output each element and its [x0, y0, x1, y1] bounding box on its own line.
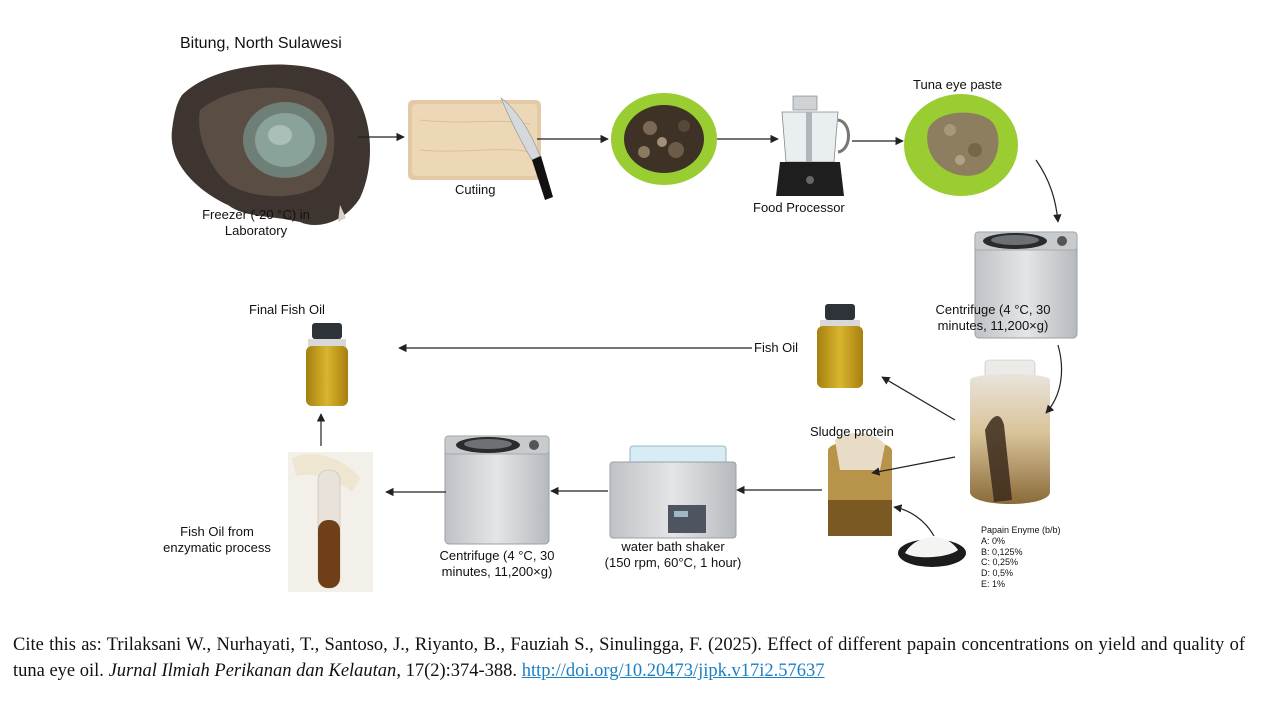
centrifuge1-label: Centrifuge (4 °C, 30 minutes, 11,200×g): [928, 302, 1058, 334]
food-processor-icon: [776, 96, 849, 196]
freezer-label-line2: Laboratory: [225, 223, 287, 238]
citation-suffix: , 17(2):374-388.: [396, 661, 521, 681]
waterbath-label-line1: water bath shaker: [621, 539, 724, 554]
papain-title: Papain Enyme (b/b): [981, 525, 1061, 536]
centrifuge1-label-line1: Centrifuge (4 °C, 30: [935, 302, 1050, 317]
waterbath-label: water bath shaker (150 rpm, 60°C, 1 hour…: [588, 539, 758, 571]
freezer-label-line1: Freezer (-20 °C) in: [202, 207, 310, 222]
waterbath-label-line2: (150 rpm, 60°C, 1 hour): [605, 555, 742, 570]
centrifuge2-label: Centrifuge (4 °C, 30 minutes, 11,200×g): [430, 548, 564, 580]
food-processor-label: Food Processor: [753, 200, 845, 216]
fish-oil-bottle-icon: [817, 304, 863, 388]
centrifuge2-label-line1: Centrifuge (4 °C, 30: [439, 548, 554, 563]
centrifuge1-label-line2: minutes, 11,200×g): [938, 318, 1049, 333]
citation: Cite this as: Trilaksani W., Nurhayati, …: [13, 632, 1245, 684]
citation-journal: Jurnal Ilmiah Perikanan dan Kelautan: [109, 661, 397, 681]
centrifuge-icon-2: [445, 436, 549, 544]
water-bath-icon: [610, 446, 736, 538]
papain-powder-icon: [898, 537, 966, 567]
papain-item-b: B: 0,125%: [981, 547, 1061, 558]
enzymatic-label-line2: enzymatic process: [163, 540, 271, 555]
papain-item-c: C: 0,25%: [981, 557, 1061, 568]
enzymatic-label-line1: Fish Oil from: [180, 524, 254, 539]
centrifuge2-label-line2: minutes, 11,200×g): [442, 564, 553, 579]
origin-label: Bitung, North Sulawesi: [180, 36, 342, 52]
tuna-eye-icon: [172, 65, 370, 225]
final-oil-bottle-icon: [306, 323, 348, 406]
sludge-label: Sludge protein: [810, 424, 894, 440]
citation-doi-link[interactable]: http://doi.org/10.20473/jipk.v17i2.57637: [522, 661, 825, 681]
papain-legend: Papain Enyme (b/b) A: 0% B: 0,125% C: 0,…: [981, 525, 1061, 590]
fish-oil-label: Fish Oil: [754, 340, 798, 356]
separation-jar-icon: [970, 360, 1050, 504]
papain-item-e: E: 1%: [981, 579, 1061, 590]
sludge-jar-icon: [823, 433, 895, 540]
test-tube-hand-icon: [288, 452, 373, 592]
paste-plate-icon: [904, 94, 1018, 196]
chopped-eye-plate-icon: [611, 93, 717, 185]
cutting-label: Cutiing: [455, 182, 495, 198]
enzymatic-label: Fish Oil from enzymatic process: [152, 524, 282, 556]
papain-item-a: A: 0%: [981, 536, 1061, 547]
freezer-label: Freezer (-20 °C) in Laboratory: [188, 207, 324, 239]
paste-label: Tuna eye paste: [913, 77, 1002, 93]
arrow-powder-to-sludge: [894, 507, 934, 536]
papain-item-d: D: 0,5%: [981, 568, 1061, 579]
arrow-paste-to-centrifuge: [1036, 160, 1058, 222]
final-oil-label: Final Fish Oil: [249, 302, 325, 318]
arrow-jar-to-fishoil: [882, 377, 955, 420]
